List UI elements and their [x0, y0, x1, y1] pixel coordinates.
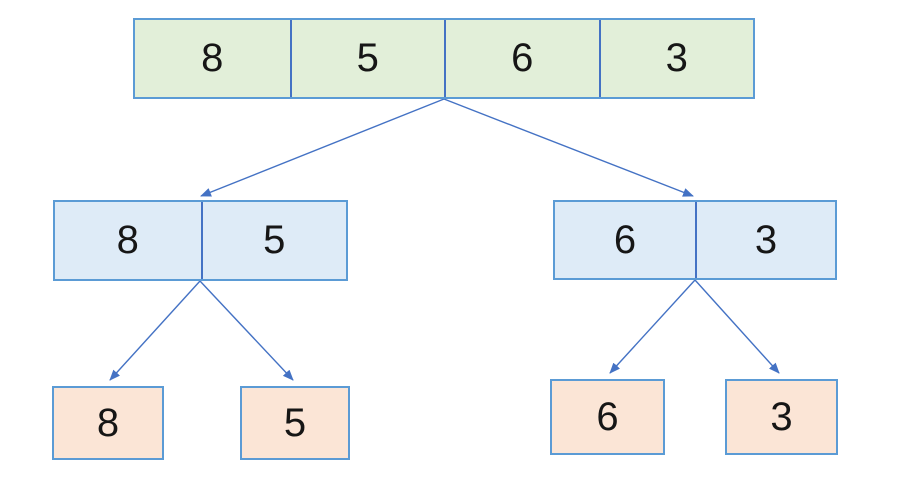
left-pair-cell-1: 5 — [200, 202, 347, 279]
root-array-cell-0: 8 — [201, 36, 224, 80]
left-pair-array: 8 5 — [53, 200, 348, 281]
arrow-root-to-right-pair — [443, 98, 694, 197]
root-array-cell-1: 5 — [289, 20, 445, 97]
root-array-cell-3: 3 — [598, 20, 754, 97]
right-pair-cell-1: 3 — [695, 202, 835, 278]
arrow-left-pair-to-leaf-8 — [109, 280, 201, 381]
right-pair-cell-0: 6 — [613, 217, 637, 262]
leaf-box-3: 3 — [725, 379, 838, 455]
root-array: 8 5 6 3 — [133, 18, 755, 99]
arrow-left-pair-to-leaf-5 — [199, 280, 294, 381]
arrow-right-pair-to-leaf-3 — [694, 279, 780, 374]
leaf-box-0: 8 — [52, 386, 164, 460]
leaf-box-1: 5 — [240, 386, 350, 460]
arrow-right-pair-to-leaf-6 — [609, 279, 696, 374]
root-array-cell-2: 6 — [444, 20, 599, 97]
arrow-root-to-left-pair — [200, 98, 445, 197]
right-pair-array: 6 3 — [553, 200, 837, 280]
left-pair-cell-0: 8 — [116, 218, 139, 262]
leaf-box-2: 6 — [550, 379, 665, 455]
